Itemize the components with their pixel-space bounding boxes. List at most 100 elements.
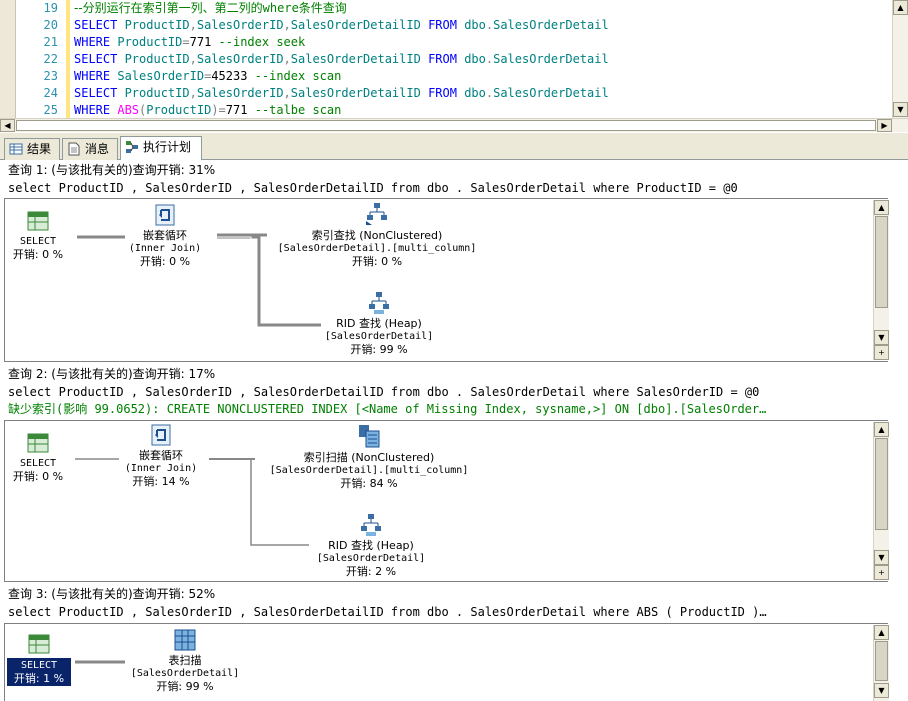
missing-index-hint[interactable]: 缺少索引(影响 99.0652): CREATE NONCLUSTERED IN… — [8, 402, 767, 416]
code-token: = — [204, 69, 212, 83]
query-3-header: 查询 3: (与该批有关的)查询开销: 52% select ProductID… — [0, 586, 908, 622]
query-3-cost-line: 查询 3: (与该批有关的)查询开销: 52% — [8, 587, 216, 601]
scroll-thumb[interactable] — [16, 120, 876, 131]
line-number: 23 — [43, 69, 58, 83]
query-2-plan-diagram[interactable]: SELECT 开销: 0 % 嵌套循环 (Inner Join) 开销: 14 … — [4, 420, 888, 582]
scroll-left-icon[interactable]: ◀ — [0, 119, 15, 132]
code-token: SalesOrderID — [196, 86, 284, 100]
index-scan-icon — [359, 425, 380, 448]
scroll-right-icon[interactable]: ▶ — [877, 119, 892, 132]
tab-messages[interactable]: 消息 — [62, 138, 118, 160]
scroll-thumb[interactable] — [875, 438, 888, 530]
code-token: FROM — [428, 86, 465, 100]
code-line[interactable]: WHERE ABS(ProductID)=771 --talbe scan — [74, 102, 341, 118]
code-line[interactable]: SELECT ProductID,SalesOrderID,SalesOrder… — [74, 85, 609, 102]
code-token: --index scan — [254, 69, 342, 83]
query-3-select-node[interactable]: SELECT 开销: 1 % — [7, 632, 71, 686]
select-node-name: SELECT — [20, 660, 58, 671]
select-node-name: SELECT — [19, 458, 57, 469]
code-token: SalesOrderDetail — [493, 52, 609, 66]
tab-execution-plan[interactable]: 执行计划 — [120, 136, 202, 161]
nested-loop-node-name: 嵌套循环 — [143, 229, 187, 242]
scroll-down-icon[interactable]: ▼ — [893, 102, 908, 117]
index-seek-icon — [366, 203, 387, 225]
code-token: ) — [211, 103, 219, 117]
execution-plan-pane: 查询 1: (与该批有关的)查询开销: 31% select ProductID… — [0, 160, 908, 701]
code-token: , — [189, 86, 197, 100]
code-token: ProductID — [124, 18, 190, 32]
rid-lookup-icon — [361, 514, 381, 536]
scroll-up-icon[interactable]: ▲ — [893, 0, 908, 15]
selected-node-highlight: SELECT 开销: 1 % — [7, 658, 71, 686]
nested-loop-node-join: (Inner Join) — [128, 243, 202, 254]
code-token: , — [283, 52, 291, 66]
editor-gutter — [0, 0, 16, 118]
code-line[interactable]: WHERE SalesOrderID=45233 --index scan — [74, 68, 341, 85]
code-line[interactable]: --分别运行在索引第一列、第二列的where条件查询 — [74, 0, 347, 17]
code-line[interactable]: SELECT ProductID,SalesOrderID,SalesOrder… — [74, 51, 609, 68]
nested-loop-node-join: (Inner Join) — [124, 463, 198, 474]
table-scan-node-cost: 开销: 99 % — [156, 680, 214, 693]
scroll-down-icon[interactable]: ▼ — [874, 683, 889, 698]
code-token: ProductID — [146, 103, 212, 117]
message-icon — [68, 142, 80, 156]
code-token: ProductID — [124, 86, 190, 100]
code-token: --talbe scan — [254, 103, 342, 117]
query-3-plan-diagram[interactable]: SELECT 开销: 1 % 表扫描 [SalesOrderDetail] 开销… — [4, 623, 888, 701]
select-node-cost: 开销: 1 % — [13, 672, 65, 685]
query-1-nested-loop-node[interactable]: 嵌套循环 (Inner Join) 开销: 0 % — [123, 203, 207, 268]
rid-lookup-node-name: RID 查找 (Heap) — [328, 539, 414, 552]
line-number: 21 — [43, 35, 58, 49]
tab-results[interactable]: 结果 — [4, 138, 60, 160]
select-icon — [28, 634, 50, 654]
code-token: where — [262, 1, 299, 15]
query-3-plan-scrollbar[interactable]: ▲ ▼ — [873, 625, 889, 701]
select-node-cost: 开销: 0 % — [12, 470, 64, 483]
code-token: ABS — [117, 103, 140, 117]
code-token: , — [189, 18, 197, 32]
query-2-plan-scrollbar[interactable]: ▲ ▼ + — [873, 422, 889, 580]
table-scan-icon — [174, 629, 196, 651]
query-1-sql: select ProductID , SalesOrderID , SalesO… — [8, 181, 738, 195]
query-1-plan-scrollbar[interactable]: ▲ ▼ + — [873, 200, 889, 360]
scroll-up-icon[interactable]: ▲ — [874, 625, 889, 640]
line-number: 25 — [43, 103, 58, 117]
scroll-thumb[interactable] — [875, 641, 888, 681]
code-token: dbo — [464, 86, 486, 100]
query-3-table-scan-node[interactable]: 表扫描 [SalesOrderDetail] 开销: 99 % — [123, 628, 247, 693]
query-1-index-seek-node[interactable]: 索引查找 (NonClustered) [SalesOrderDetail].[… — [267, 201, 487, 268]
scroll-up-icon[interactable]: ▲ — [874, 422, 889, 437]
zoom-plus-icon[interactable]: + — [874, 565, 889, 580]
code-line[interactable]: SELECT ProductID,SalesOrderID,SalesOrder… — [74, 17, 609, 34]
query-1-select-node[interactable]: SELECT 开销: 0 % — [9, 209, 67, 261]
zoom-plus-icon[interactable]: + — [874, 345, 889, 360]
query-2-select-node[interactable]: SELECT 开销: 0 % — [9, 431, 67, 483]
scroll-thumb[interactable] — [875, 216, 888, 308]
editor-vertical-scrollbar[interactable]: ▲ ▼ — [892, 0, 908, 118]
code-token: WHERE — [74, 103, 118, 117]
code-token: SalesOrderID — [117, 69, 205, 83]
code-token: SELECT — [74, 52, 125, 66]
code-token: SalesOrderDetail — [493, 18, 609, 32]
query-1-plan-diagram[interactable]: SELECT 开销: 0 % 嵌套循环 (Inner Join) 开销: 0 %… — [4, 198, 888, 362]
code-token: , — [283, 18, 291, 32]
query-2-index-scan-node[interactable]: 索引扫描 (NonClustered) [SalesOrderDetail].[… — [259, 423, 479, 490]
code-token: SalesOrderID — [196, 52, 284, 66]
query-2-rid-lookup-node[interactable]: RID 查找 (Heap) [SalesOrderDetail] 开销: 2 % — [309, 513, 433, 578]
scroll-down-icon[interactable]: ▼ — [874, 550, 889, 565]
code-token: 45233 — [211, 69, 255, 83]
scroll-down-icon[interactable]: ▼ — [874, 330, 889, 345]
editor-horizontal-scrollbar[interactable]: ◀ ▶ — [0, 118, 908, 132]
query-2-nested-loop-node[interactable]: 嵌套循环 (Inner Join) 开销: 14 % — [119, 423, 203, 488]
code-token: SalesOrderID — [196, 18, 284, 32]
line-number: 22 — [43, 52, 58, 66]
scroll-up-icon[interactable]: ▲ — [874, 200, 889, 215]
query-1-rid-lookup-node[interactable]: RID 查找 (Heap) [SalesOrderDetail] 开销: 99 … — [317, 291, 441, 356]
rid-lookup-node-name: RID 查找 (Heap) — [336, 317, 422, 330]
code-token: 条件查询 — [298, 1, 347, 15]
code-line[interactable]: WHERE ProductID=771 --index seek — [74, 34, 305, 51]
query-3-plan-arrows — [75, 660, 125, 664]
tab-messages-label: 消息 — [85, 142, 110, 156]
